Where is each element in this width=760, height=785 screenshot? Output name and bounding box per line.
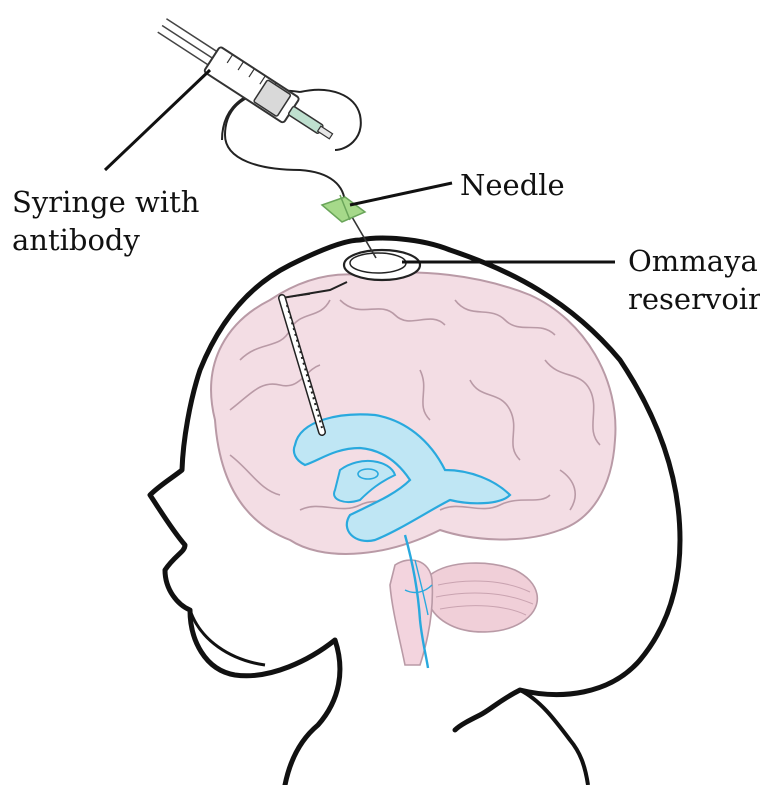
chin-line	[190, 610, 265, 665]
needle-leader	[350, 183, 452, 205]
syringe-leader	[105, 70, 210, 170]
ommaya-label-line2: reservoir	[628, 281, 760, 317]
cerebellum	[426, 563, 537, 632]
syringe-label-line2: antibody	[12, 222, 140, 258]
brainstem	[390, 560, 432, 665]
neck-line	[520, 690, 588, 785]
ommaya-reservoir	[344, 250, 420, 280]
needle-label: Needle	[460, 167, 565, 203]
syringe	[153, 14, 339, 149]
syringe-label-line1: Syringe with	[12, 184, 199, 220]
ommaya-label-line1: Ommaya	[628, 243, 758, 279]
